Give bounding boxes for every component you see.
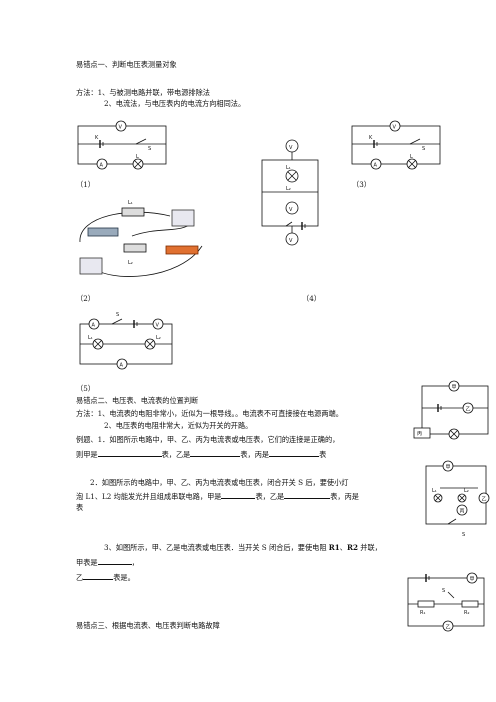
svg-text:L: L (410, 154, 413, 160)
question-3-line-1: 3、如图所示，甲、乙是电流表或电压表．当开关 S 闭合后，要使电阻 R1、R2 … (104, 543, 382, 552)
apparatus-figure-2: L₁ L₂ (79, 200, 203, 277)
question-2-line-2: 泡 L1、L2 均能发光并且组成串联电路，甲是表，乙是表，丙是 (76, 491, 359, 501)
lamp-label: L (136, 154, 139, 160)
heading-3: 易错点三、根据电流表、电压表判断电路故障 (76, 621, 220, 630)
svg-text:A: A (374, 163, 378, 169)
svg-text:L₁: L₁ (432, 488, 437, 494)
circuit-question-3: 甲 S R₁ R₂ 乙 (407, 572, 485, 632)
method-2-line-2: 2、电压表的电阻非常大，近似为开关的开路。 (104, 421, 253, 430)
svg-text:A: A (92, 323, 96, 329)
answer-blank[interactable] (97, 557, 132, 565)
svg-text:V: V (393, 125, 397, 131)
figure-label-4: （4） (302, 294, 321, 303)
svg-text:R₁: R₁ (420, 610, 425, 616)
svg-text:S: S (442, 588, 445, 594)
svg-text:丙: 丙 (417, 431, 422, 437)
svg-text:L₂: L₂ (156, 335, 161, 341)
circuit-question-1: 甲 乙 丙 (413, 380, 489, 440)
figure-label-1: （1） (76, 180, 95, 189)
answer-blank[interactable] (83, 572, 114, 580)
answer-blank[interactable] (190, 449, 241, 457)
svg-text:乙: 乙 (482, 496, 487, 503)
svg-text:S: S (422, 146, 425, 152)
answer-blank[interactable] (97, 449, 162, 457)
ammeter-label: A (100, 163, 104, 169)
svg-text:甲: 甲 (446, 465, 451, 471)
svg-text:V: V (289, 145, 293, 151)
svg-text:丙: 丙 (460, 509, 465, 515)
switch-k-label: K (95, 135, 99, 141)
heading-2: 易错点二、电压表、电流表的位置判断 (76, 396, 199, 405)
svg-text:L₂: L₂ (286, 186, 291, 192)
figure-label-3: （3） (352, 180, 371, 189)
question-3-line-2: 甲表是， (76, 557, 139, 567)
svg-text:L₁: L₁ (286, 165, 291, 171)
circuit-figure-4: V L₁ L₂ V V (261, 139, 319, 246)
svg-text:A: A (120, 363, 124, 369)
question-1-line-2: 则甲是表，乙是表，丙是表 (76, 449, 327, 459)
switch-s-label: S (148, 146, 151, 152)
svg-text:乙: 乙 (466, 406, 471, 413)
svg-text:L₂: L₂ (464, 488, 469, 494)
answer-blank[interactable] (284, 491, 331, 499)
svg-text:V: V (289, 207, 293, 213)
figure-label-2: （2） (76, 294, 95, 303)
circuit-figure-1: V K S A L (77, 120, 167, 170)
answer-blank[interactable] (269, 449, 320, 457)
svg-text:V: V (289, 238, 293, 244)
svg-text:S: S (462, 532, 465, 538)
method-2-line-1: 方法：1、电流表的电阻非常小，近似为一根导线。。电流表不可直接接在电源两端。 (76, 409, 343, 418)
question-2-line-1: 2．如图所示的电路中，甲、乙、丙为电流表或电压表，闭合开关 S 后，要使小灯 (90, 478, 349, 487)
svg-text:R₂: R₂ (464, 610, 469, 616)
heading-1: 易错点一、判断电压表测量对象 (76, 60, 177, 69)
svg-text:V: V (156, 323, 160, 329)
svg-text:L₁: L₁ (128, 200, 133, 206)
question-2-line-3: 表 (76, 503, 84, 512)
question-1-line-1: 例题、1．如图所示电路中，甲、乙、丙为电流表或电压表，它们的连接是正确的， (76, 435, 340, 444)
svg-text:S: S (116, 312, 119, 318)
circuit-figure-5: A S V L₁ L₂ A (79, 312, 173, 370)
svg-text:甲: 甲 (470, 577, 475, 583)
method-1-line-2: 2、电流法，与电压表内的电流方向相同法。 (104, 99, 246, 108)
svg-text:L₁: L₁ (88, 335, 93, 341)
question-3-line-3: 乙表是。 (76, 572, 135, 582)
svg-text:K: K (369, 135, 373, 141)
voltmeter-label: V (119, 125, 123, 131)
circuit-figure-3: V K S A L (351, 120, 441, 170)
svg-text:L₂: L₂ (128, 260, 133, 266)
figure-label-5: （5） (76, 384, 95, 393)
answer-blank[interactable] (221, 491, 256, 499)
svg-text:乙: 乙 (446, 624, 451, 631)
circuit-question-2: 甲 L₁ L₂ 丙 乙 S (425, 460, 490, 538)
method-1-line-1: 方法：1、与被测电路并联，带电源排除法 (76, 88, 210, 97)
svg-text:甲: 甲 (452, 385, 457, 391)
